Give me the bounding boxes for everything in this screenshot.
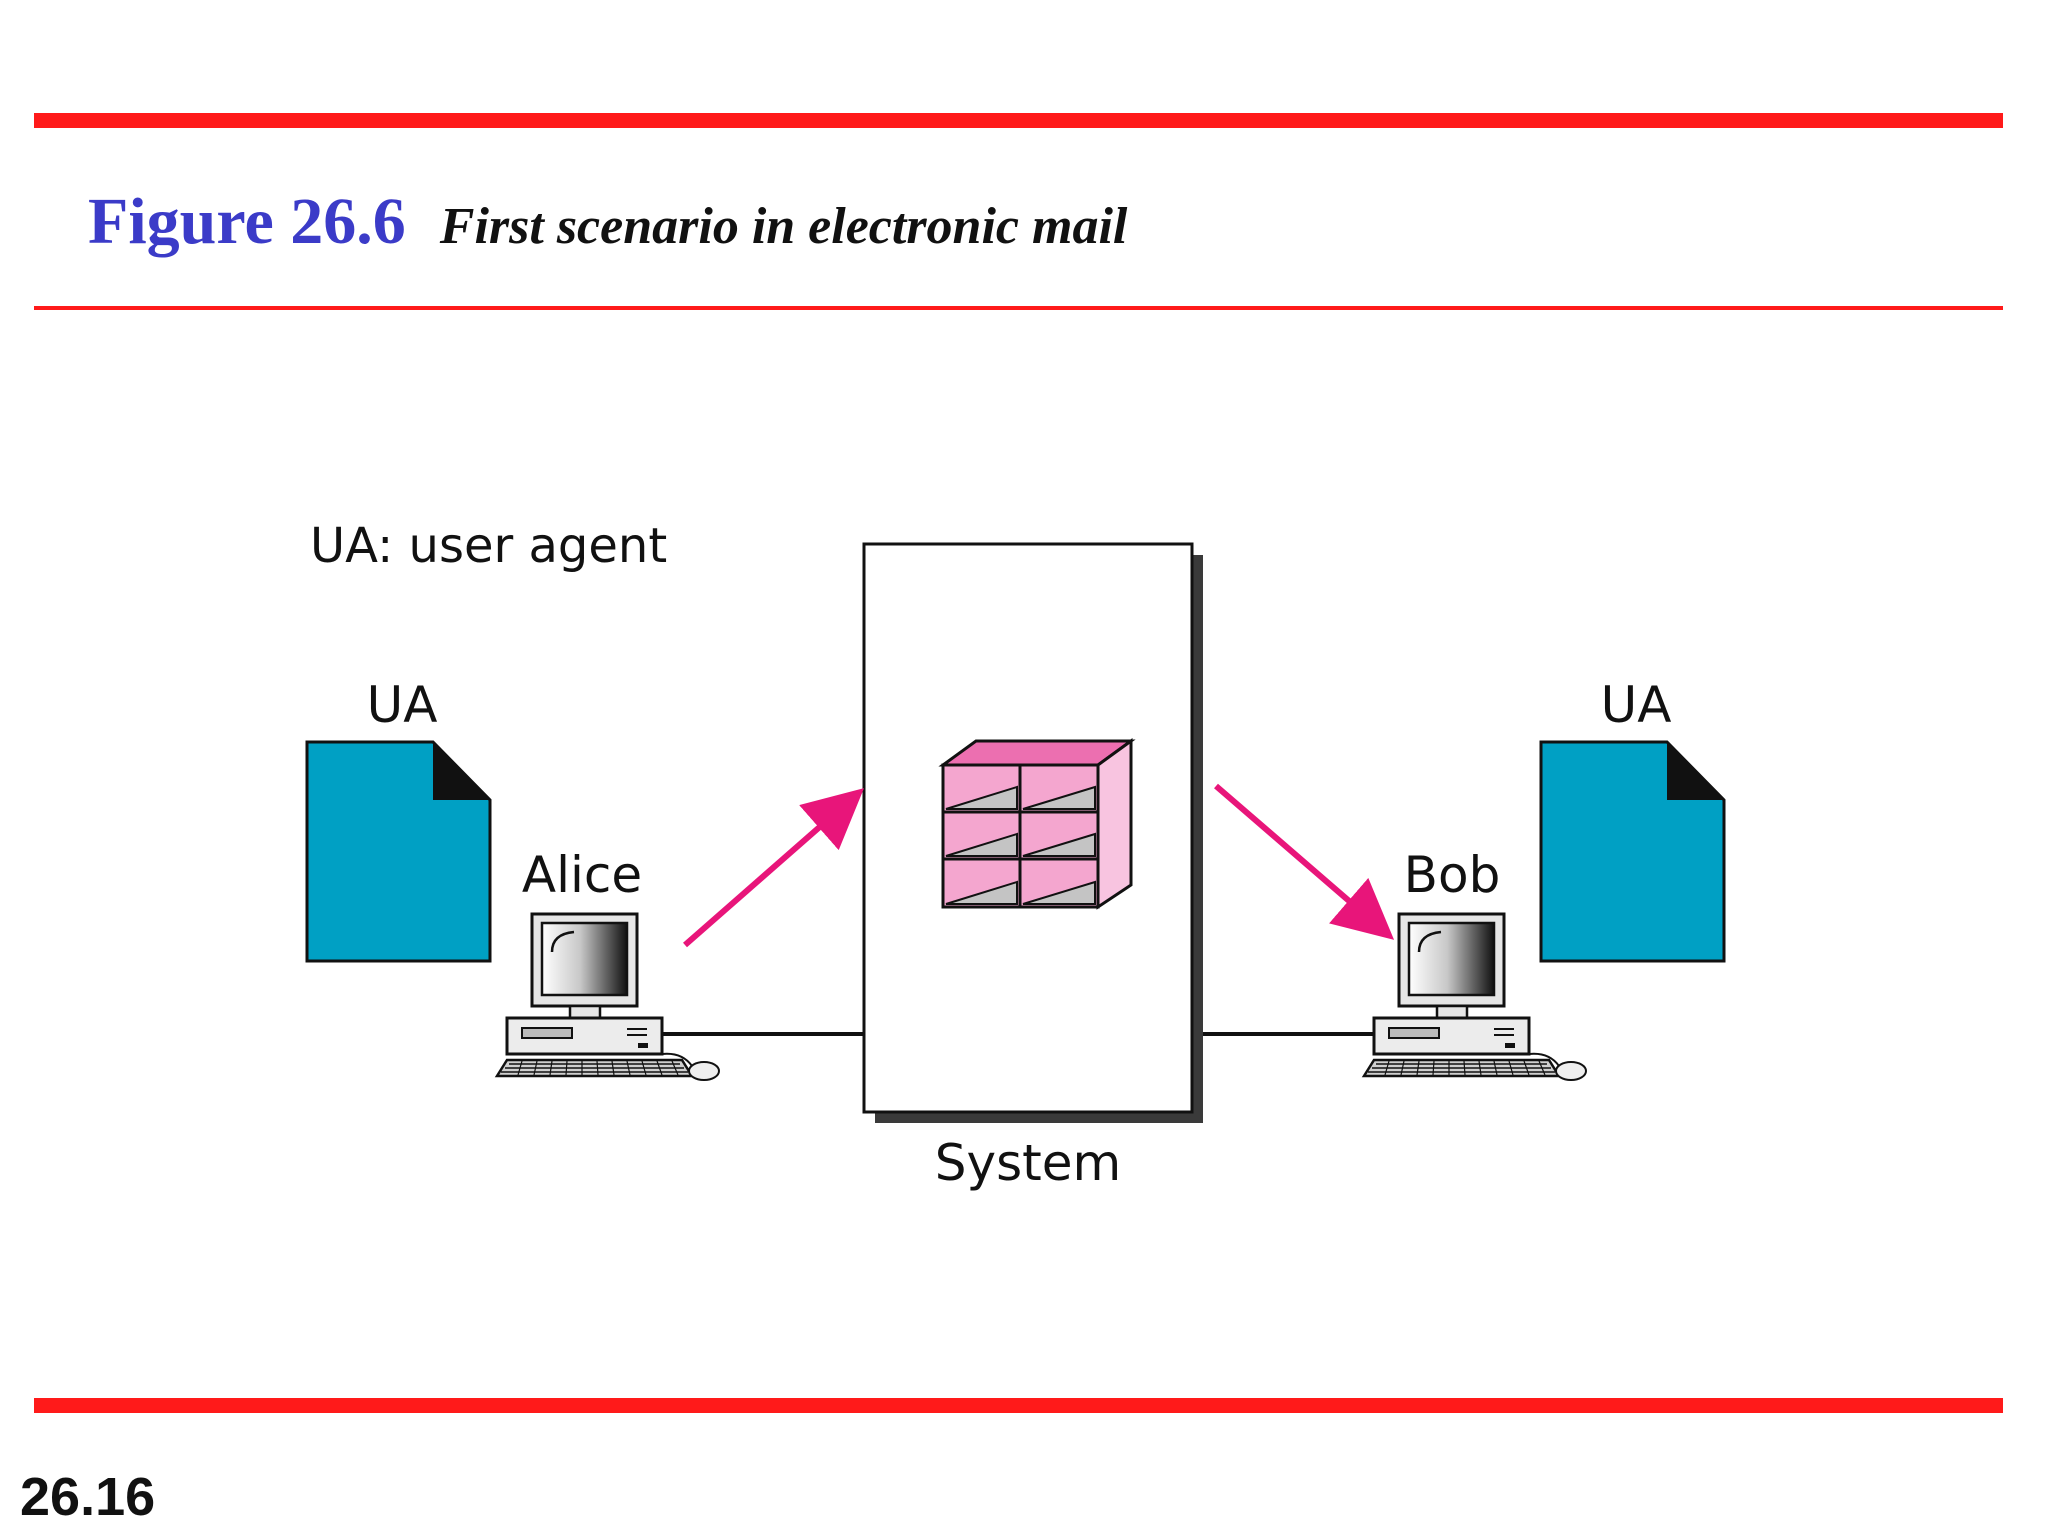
document-fold: [1667, 742, 1724, 800]
figure-heading: Figure 26.6 First scenario in electronic …: [88, 184, 1127, 260]
system-label: System: [935, 1134, 1121, 1192]
left-ua-label: UA: [367, 676, 438, 734]
legend-text: UA: user agent: [310, 518, 667, 574]
alice-label: Alice: [522, 846, 642, 904]
send-arrow: [683, 788, 865, 948]
top-red-rule: [34, 113, 2003, 128]
bob-label: Bob: [1404, 846, 1501, 904]
document-fold: [433, 742, 490, 800]
alice-computer-icon: [495, 912, 721, 1082]
bottom-red-rule: [34, 1398, 2003, 1413]
mailbox-icon: [938, 738, 1136, 910]
figure-number: Figure 26.6: [88, 185, 406, 258]
heading-underline-rule: [34, 306, 2003, 310]
figure-caption: First scenario in electronic mail: [439, 198, 1128, 255]
slide-number: 26.16: [20, 1467, 156, 1527]
deliver-arrow: [1214, 783, 1395, 940]
right-ua-label: UA: [1601, 676, 1672, 734]
